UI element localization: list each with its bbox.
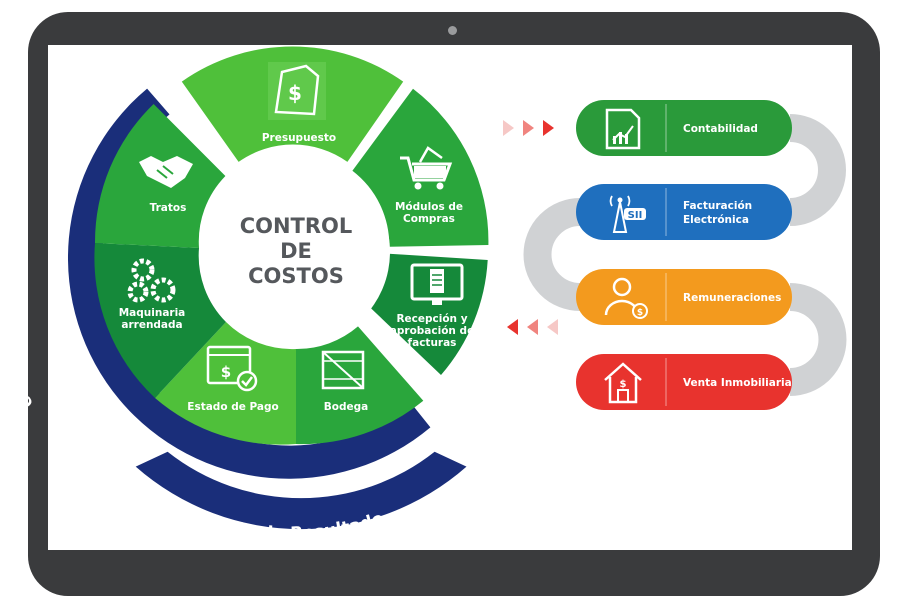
module-facturacion-electronica: SII Facturación Electrónica — [576, 184, 792, 240]
center-title-line2: DE — [280, 239, 312, 263]
svg-text:SII: SII — [628, 210, 643, 221]
recepcion-label-line2: aprobación de — [390, 325, 474, 337]
control-costos-diagram: CONTROL DE COSTOS $ Presupuesto Módulos … — [0, 46, 847, 530]
sii-antenna-icon: SII — [609, 195, 646, 233]
recepcion-label-line1: Recepción y — [396, 313, 467, 325]
tratos-label: Tratos — [150, 202, 187, 214]
module-label: Venta Inmobiliaria — [683, 377, 792, 389]
gears-icon — [127, 258, 176, 303]
estado-resultado-band — [135, 451, 467, 530]
maquinaria-label-line2: arrendada — [121, 319, 182, 331]
module-remuneraciones: $ Remuneraciones — [576, 269, 792, 325]
house-money-icon: $ — [604, 362, 642, 404]
payment-window-check-icon: $ — [206, 345, 258, 392]
connector-2 — [523, 198, 581, 311]
svg-text:$: $ — [288, 81, 302, 105]
module-label: Remuneraciones — [683, 292, 781, 304]
maquinaria-label-line1: Maquinaria — [119, 307, 186, 319]
module-label: Contabilidad — [683, 123, 758, 135]
connector-1 — [789, 114, 846, 226]
module-label-line1: Facturación — [683, 200, 752, 212]
recepcion-label-line3: facturas — [408, 337, 457, 349]
module-contabilidad: Contabilidad — [576, 100, 792, 156]
control-obra-label: Control de Obra — [0, 270, 37, 410]
connector-3 — [789, 283, 847, 396]
control-obra-band — [67, 88, 431, 479]
segment-recepcion-facturas — [367, 253, 488, 375]
shopping-cart-icon — [400, 146, 453, 190]
module-label-line2: Electrónica — [683, 214, 749, 226]
modulos-label-line2: Compras — [403, 213, 455, 225]
presupuesto-label: Presupuesto — [262, 132, 336, 144]
arrows-left-icon — [507, 319, 558, 335]
monitor-invoice-icon — [410, 263, 464, 305]
svg-text:$: $ — [620, 379, 627, 390]
center-circle — [202, 158, 390, 346]
chart-document-icon — [605, 108, 641, 150]
modulos-label-line1: Módulos de — [395, 201, 463, 213]
center-title-line1: CONTROL — [240, 214, 353, 238]
handshake-icon — [139, 156, 193, 188]
document-dollar-icon: $ — [268, 62, 326, 120]
segment-maquinaria — [94, 243, 227, 398]
bodega-label: Bodega — [324, 401, 368, 413]
center-title-line3: COSTOS — [248, 264, 344, 288]
person-money-icon: $ — [604, 277, 648, 319]
module-venta-inmobiliaria: $ Venta Inmobiliaria — [576, 354, 792, 410]
svg-text:$: $ — [221, 363, 231, 381]
svg-text:$: $ — [637, 308, 643, 318]
estado-pago-label: Estado de Pago — [187, 401, 278, 413]
arrows-right-icon — [503, 120, 554, 136]
camera-dot — [448, 26, 457, 35]
crate-box-icon — [321, 350, 365, 390]
